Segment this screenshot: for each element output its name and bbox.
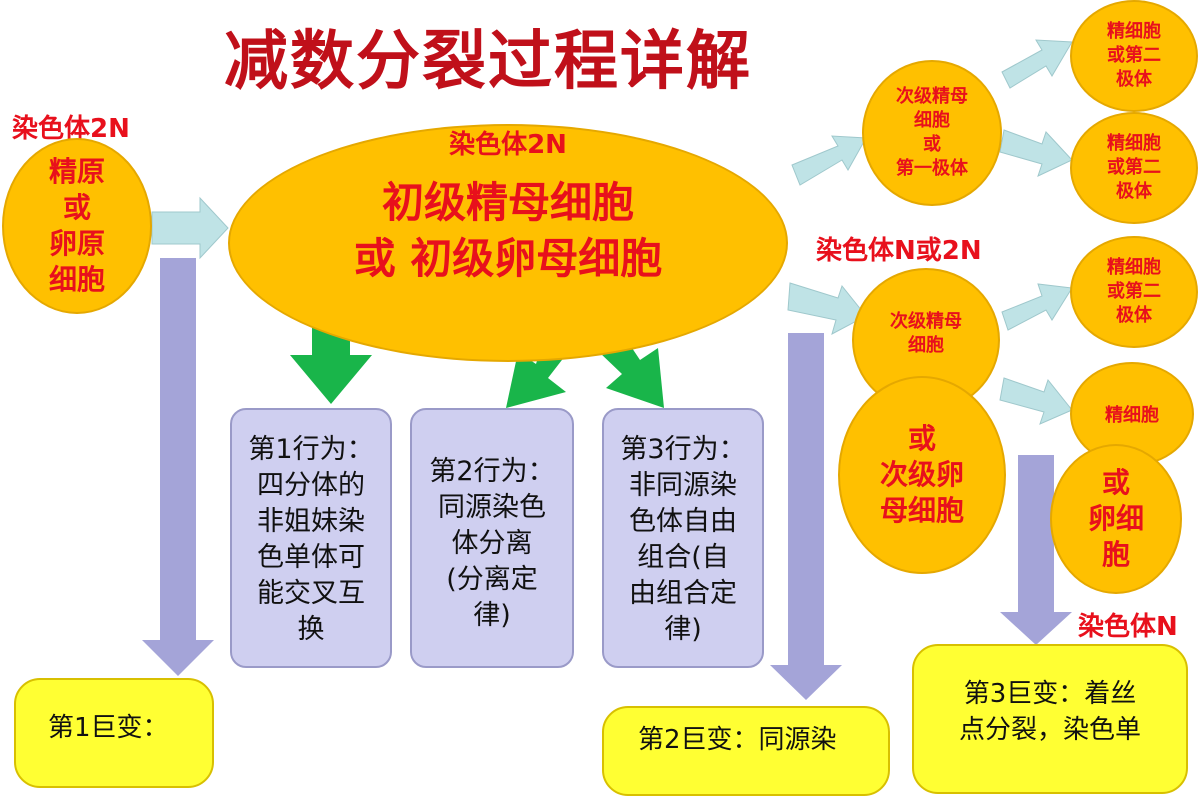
cell-mid-right-1-label: 精细胞 或第二 极体 <box>1107 257 1161 326</box>
behavior-box-2: 第2行为： 同源染色 体分离 (分离定 律) <box>410 408 574 668</box>
behavior-box-3: 第3行为： 非同源染 色体自由 组合(自 由组合定 律) <box>602 408 764 668</box>
cell-primary-spermatocyte-or-oocyte: 染色体2N 初级精母细胞 或 初级卵母细胞 <box>228 124 788 362</box>
cell-secondary-oocyte: 或 次级卵 母细胞 <box>838 376 1006 574</box>
cell-spermatogonium-label: 精原 或 卵原 细胞 <box>48 155 105 296</box>
cell-spermatid-or-second-polar-body-1: 精细胞 或第二 极体 <box>1070 0 1198 112</box>
cell-top-right-2-label: 精细胞 或第二 极体 <box>1107 133 1161 202</box>
right-arrow-tr2 <box>999 129 1073 177</box>
cell-spermatogonium-or-oogonium: 精原 或 卵原 细胞 <box>2 138 152 314</box>
change-box-3: 第3巨变：着丝 点分裂，染色单 <box>912 644 1188 794</box>
green-arrow-b1 <box>290 295 372 404</box>
label-chromosome-2n-center: 染色体2N <box>449 130 567 160</box>
right-arrow-to-secondary-mid <box>787 282 867 335</box>
cell-spermatid-or-second-polar-body-3: 精细胞 或第二 极体 <box>1070 236 1198 348</box>
behavior-box-1: 第1行为： 四分体的 非姐妹染 色单体可 能交叉互 换 <box>230 408 392 668</box>
behavior-3-text: 第3行为： 非同源染 色体自由 组合(自 由组合定 律) <box>620 434 746 645</box>
cell-egg-label: 或 卵细 胞 <box>1087 466 1144 571</box>
arrows-layer <box>142 39 1073 700</box>
change-2-text: 第2巨变：同源染 <box>638 725 837 755</box>
right-arrow-mr2 <box>999 377 1073 425</box>
change-box-2: 第2巨变：同源染 <box>602 706 890 796</box>
primary-cell-line1: 初级精母细胞 <box>381 178 634 227</box>
cell-secondary-spermatocyte-label: 次级精母 细胞 <box>890 311 962 356</box>
cell-top-right-1-label: 精细胞 或第二 极体 <box>1107 21 1161 90</box>
cell-secondary-oocyte-label: 或 次级卵 母细胞 <box>879 422 964 527</box>
cell-secondary-spermatocyte-or-first-polar-body: 次级精母 细胞 或 第一极体 <box>862 60 1002 206</box>
right-arrow-tr1 <box>1001 39 1073 89</box>
right-arrow-mr1 <box>1001 283 1073 331</box>
primary-cell-line2: 或 初级卵母细胞 <box>353 234 663 283</box>
change-1-text: 第1巨变： <box>48 713 169 743</box>
behavior-1-text: 第1行为： 四分体的 非姐妹染 色单体可 能交叉互 换 <box>248 434 374 645</box>
change-box-1: 第1巨变： <box>14 678 214 788</box>
right-arrow-to-secondary-top <box>791 135 867 186</box>
label-chromosome-n: 染色体N <box>1078 612 1178 642</box>
cell-egg: 或 卵细 胞 <box>1050 444 1182 594</box>
cell-spermatid-label: 精细胞 <box>1105 405 1159 426</box>
down-arrow-left <box>142 258 214 676</box>
cell-secondary-or-first-polar-label: 次级精母 细胞 或 第一极体 <box>896 86 968 179</box>
change-3-text: 第3巨变：着丝 点分裂，染色单 <box>958 679 1141 745</box>
label-chromosome-n-or-2n: 染色体N或2N <box>816 236 982 266</box>
behavior-2-text: 第2行为： 同源染色 体分离 (分离定 律) <box>429 456 555 631</box>
page-title: 减数分裂过程详解 <box>224 25 752 99</box>
cell-spermatid-or-second-polar-body-2: 精细胞 或第二 极体 <box>1070 112 1198 224</box>
down-arrow-middle <box>770 333 842 700</box>
right-arrow-gonium <box>151 196 229 260</box>
